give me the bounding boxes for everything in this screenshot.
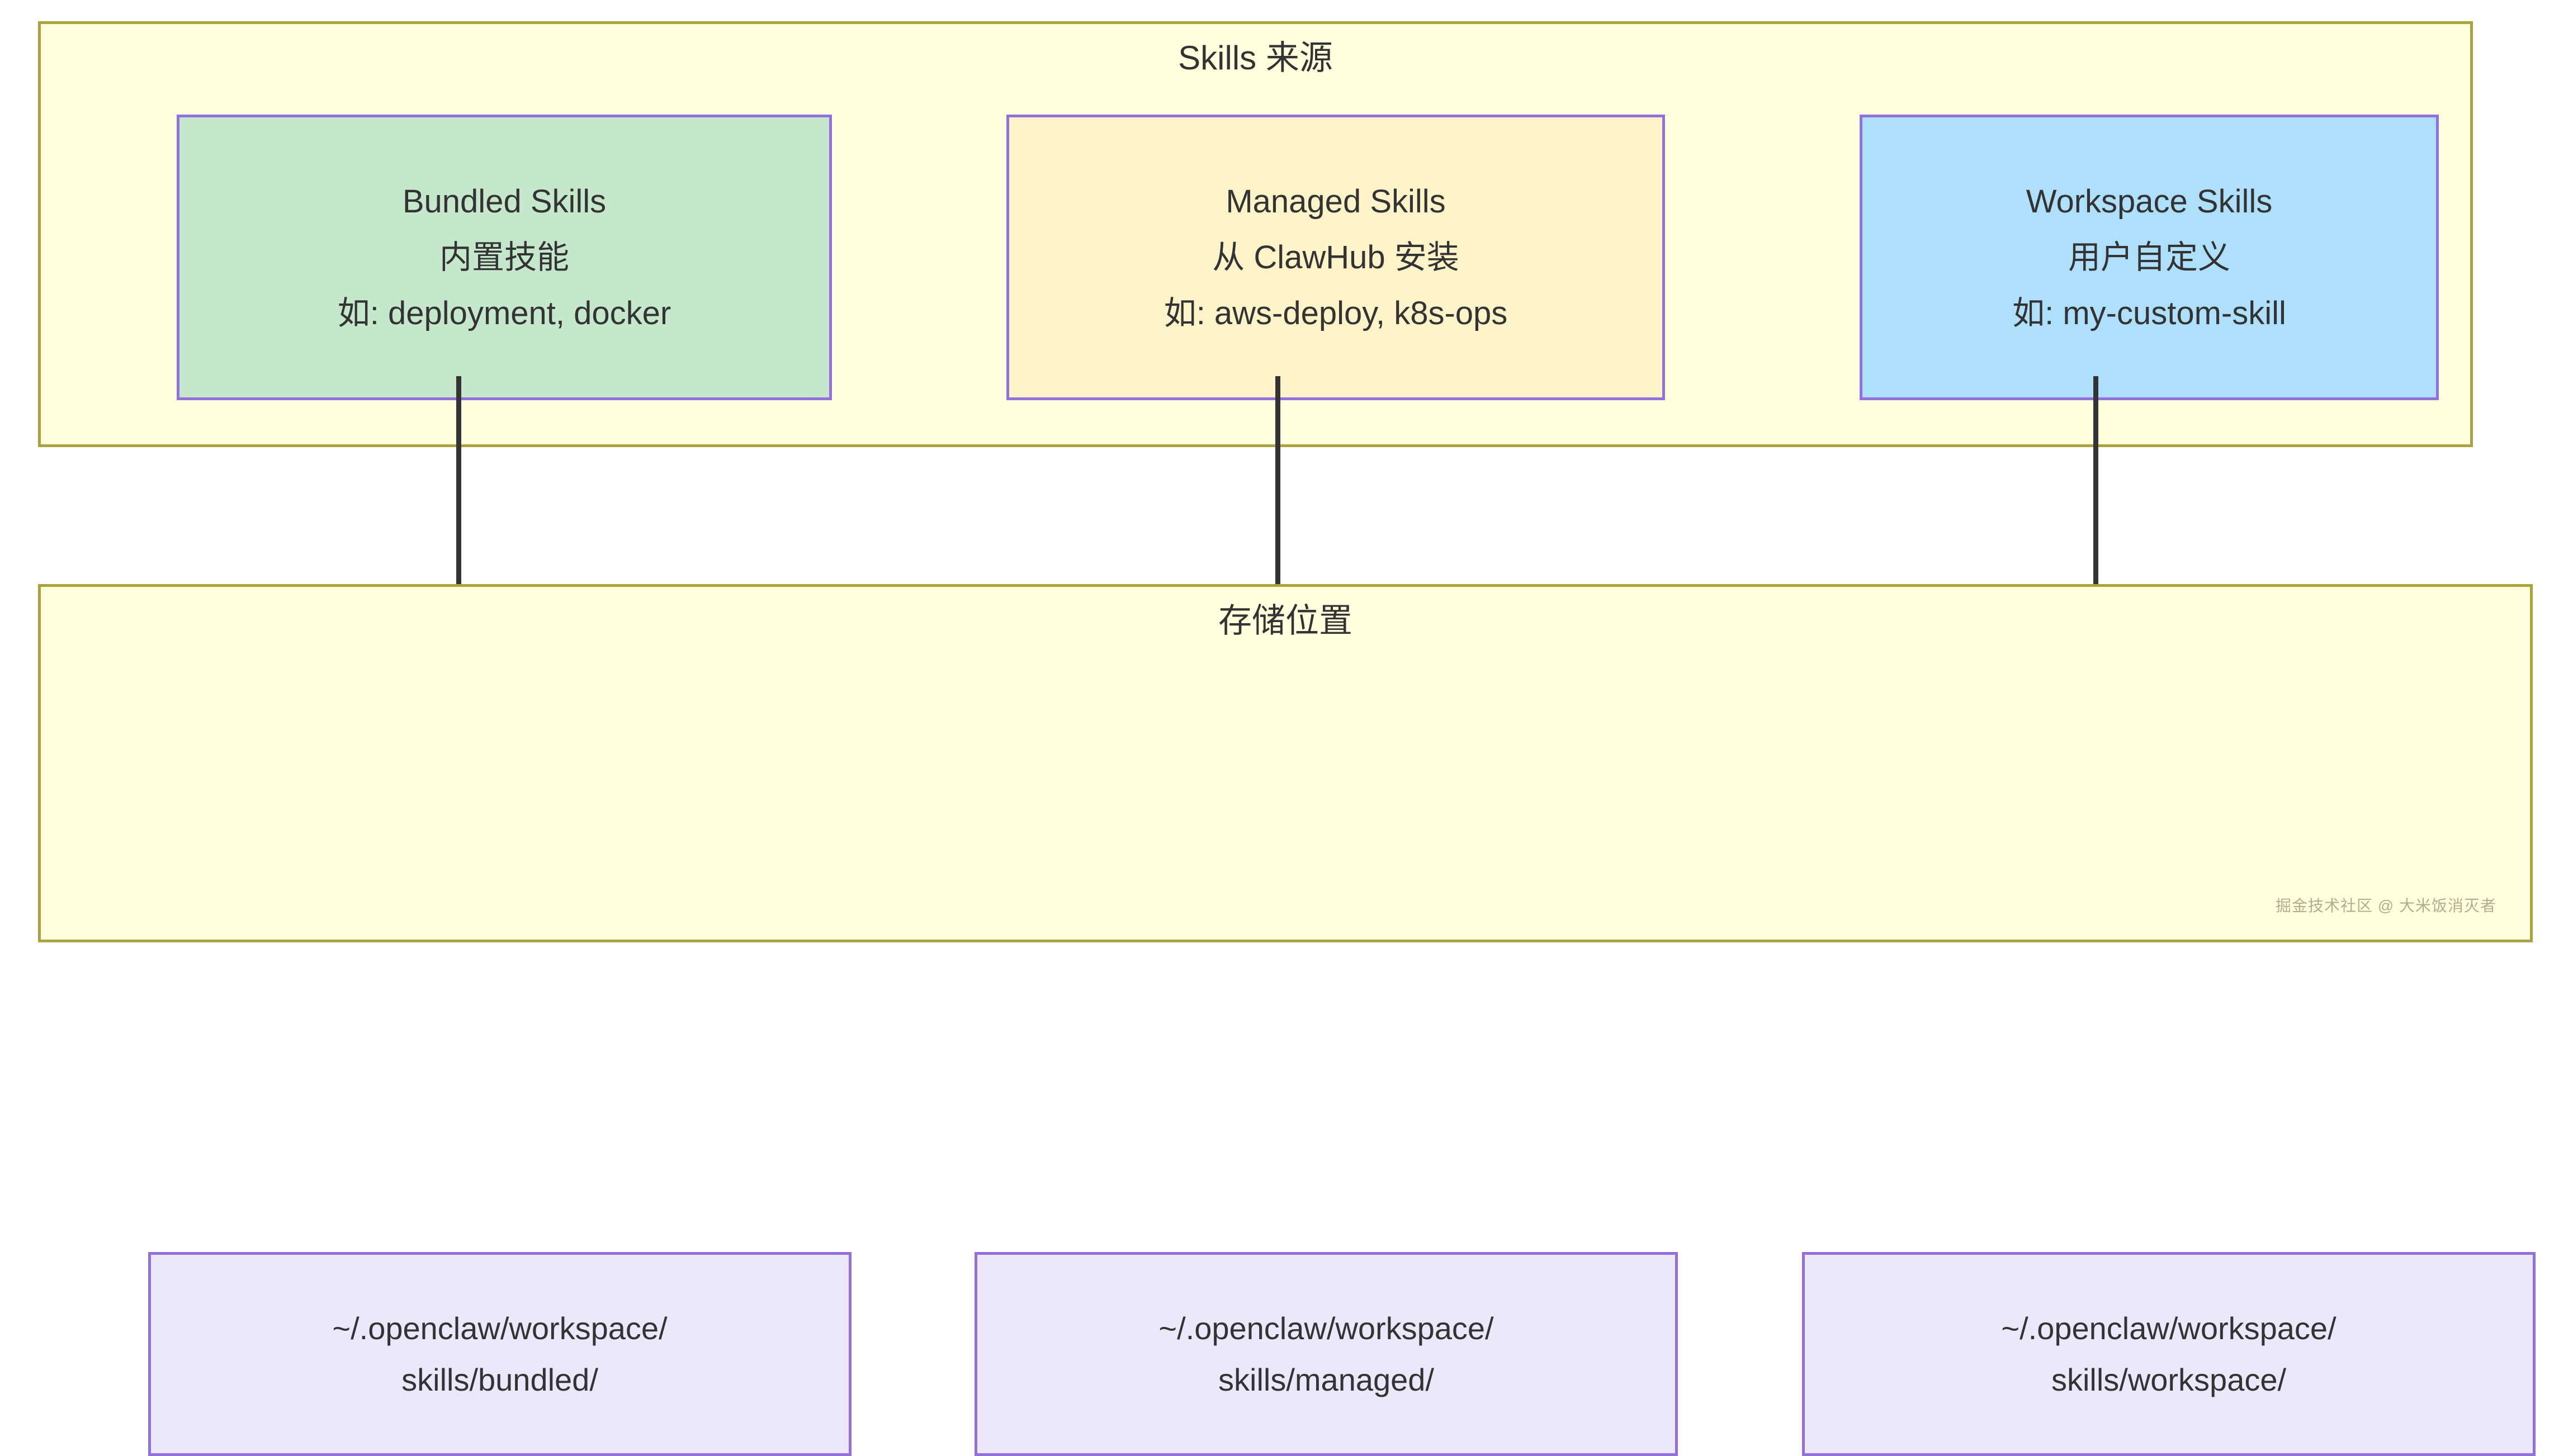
node-managed-skills[interactable]: Managed Skills 从 ClawHub 安装 如: aws-deplo… (1006, 115, 1665, 400)
node-path-bundled-line-1: ~/.openclaw/workspace/ (332, 1310, 668, 1346)
watermark-text: 掘金技术社区 @ 大米饭消灭者 (2276, 897, 2496, 914)
subgraph-sources-title: Skills 来源 (1178, 39, 1333, 77)
subgraph-storage-title: 存储位置 (1218, 602, 1352, 639)
node-path-workspace-line-1: ~/.openclaw/workspace/ (2001, 1310, 2337, 1346)
node-path-managed-line-1: ~/.openclaw/workspace/ (1158, 1310, 1494, 1346)
node-path-workspace-line-2: skills/workspace/ (2051, 1362, 2287, 1397)
node-path-bundled-line-2: skills/bundled/ (401, 1362, 598, 1397)
node-managed-skills-line-3: 如: aws-deploy, k8s-ops (1164, 295, 1508, 331)
flowchart-diagram: Skills 来源 Bundled Skills 内置技能 如: deploym… (0, 0, 2554, 966)
node-bundled-skills-line-1: Bundled Skills (402, 183, 607, 220)
node-workspace-skills-line-3: 如: my-custom-skill (2012, 295, 2286, 331)
edge-workspace-to-storage-arrow (2093, 376, 2098, 665)
node-managed-skills-line-1: Managed Skills (1226, 183, 1446, 220)
edge-managed-to-storage-arrow (1275, 376, 1280, 665)
node-bundled-skills-line-2: 内置技能 (439, 239, 569, 276)
subgraph-skills-sources: Skills 来源 Bundled Skills 内置技能 如: deploym… (38, 21, 2473, 447)
node-workspace-skills-line-2: 用户自定义 (2068, 239, 2230, 276)
subgraph-storage-locations: 存储位置 ~/.openclaw/workspace/ skills/bundl… (38, 584, 2536, 1456)
node-managed-skills-line-2: 从 ClawHub 安装 (1212, 239, 1459, 276)
node-path-bundled[interactable]: ~/.openclaw/workspace/ skills/bundled/ (148, 1252, 852, 1456)
node-path-workspace[interactable]: ~/.openclaw/workspace/ skills/workspace/ (1802, 1252, 2536, 1456)
node-bundled-skills-line-3: 如: deployment, docker (337, 295, 671, 331)
edge-bundled-to-storage-arrow (456, 376, 461, 665)
node-workspace-skills-line-1: Workspace Skills (2026, 183, 2273, 220)
node-path-managed-line-2: skills/managed/ (1218, 1362, 1434, 1397)
node-path-managed[interactable]: ~/.openclaw/workspace/ skills/managed/ (975, 1252, 1678, 1456)
node-bundled-skills[interactable]: Bundled Skills 内置技能 如: deployment, docke… (177, 115, 832, 400)
node-workspace-skills[interactable]: Workspace Skills 用户自定义 如: my-custom-skil… (1860, 115, 2439, 400)
